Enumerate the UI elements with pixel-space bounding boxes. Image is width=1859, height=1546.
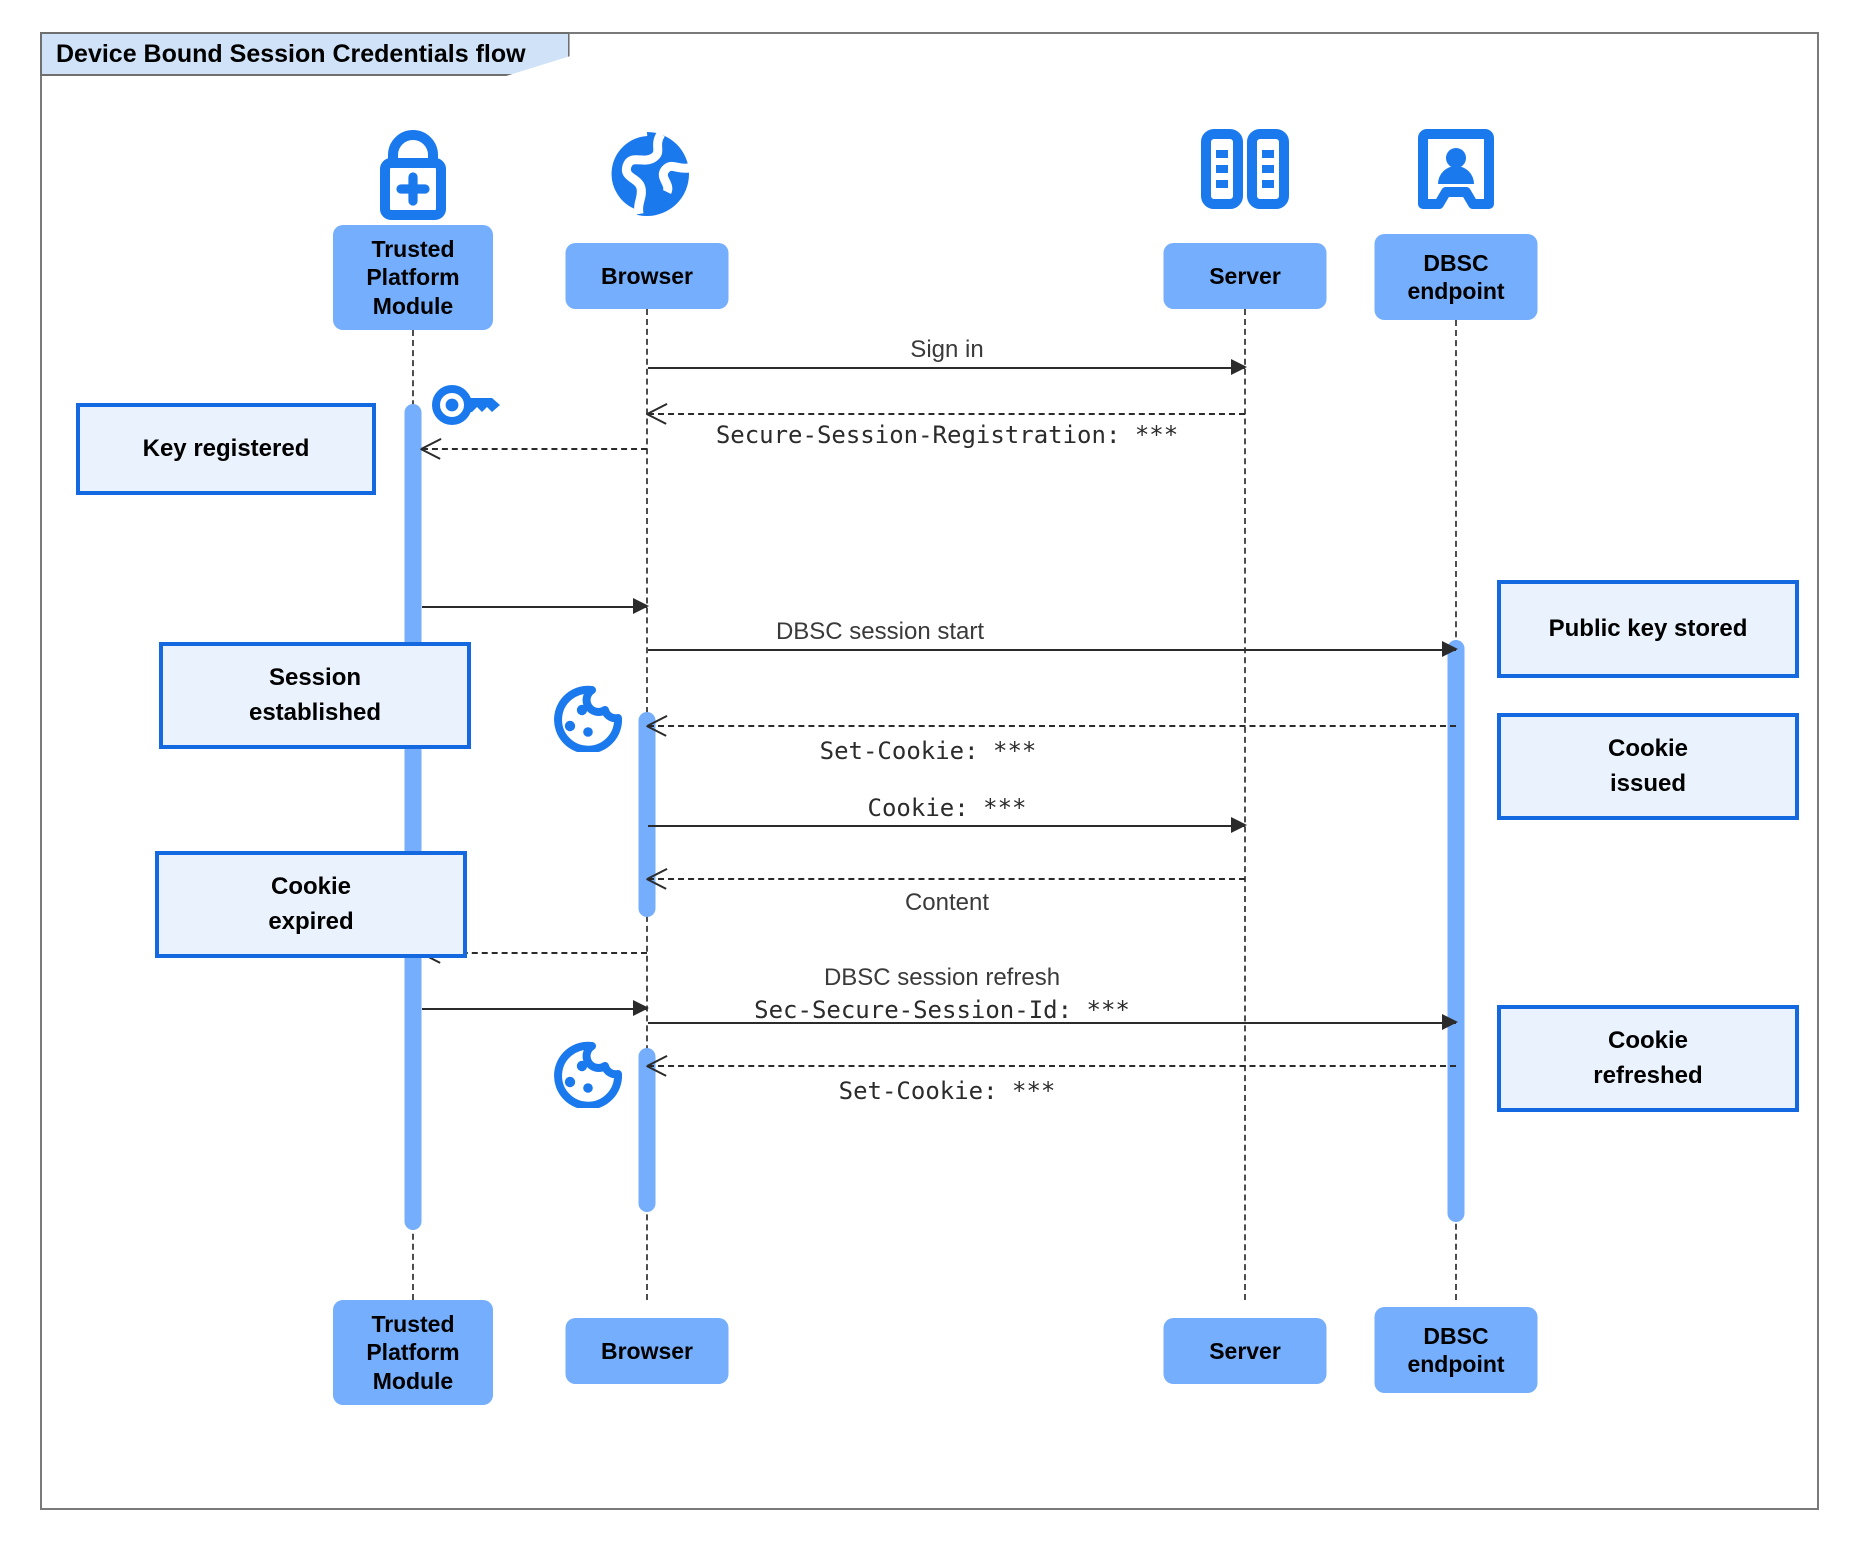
arrowhead-left-icon [647,1053,667,1077]
message-line [648,367,1245,369]
message-line [648,825,1245,827]
message-label-m11-line2: Sec-Secure-Session-Id: *** [754,996,1130,1024]
arrowhead-right-icon [633,598,649,614]
message-label-m7: Cookie: *** [867,794,1027,822]
arrowhead-left-icon [647,713,667,737]
actor-label-server: Server [1209,1337,1281,1364]
message-label-m8: Content [904,889,990,916]
cookie-icon [548,684,624,757]
message-line [648,878,1245,880]
message-label-m11-line1: DBSC session refresh [823,964,1061,991]
actor-foot-browser[interactable]: Browser [565,1318,729,1384]
arrowhead-left-icon [421,436,441,460]
key-icon [432,382,504,433]
actor-label-server: Server [1209,262,1281,289]
message-line [422,952,647,954]
lifeline-server [1244,309,1246,1300]
message-line [422,606,647,608]
globe-icon [601,128,693,225]
lock-plus-icon [361,125,465,226]
message-line [648,649,1456,651]
message-line [648,413,1245,415]
activation-bar-tpm [404,404,422,1230]
activation-bar-dbsc [1447,640,1465,1222]
actor-head-server[interactable]: Server [1163,243,1327,309]
server-rack-icon [1200,128,1290,215]
message-line [648,1022,1456,1024]
arrowhead-left-icon [647,401,667,425]
message-label-m12: Set-Cookie: *** [838,1077,1056,1105]
id-badge-icon [1417,128,1495,219]
note-text: Key registered [142,434,310,462]
actor-label-browser: Browser [600,1337,694,1364]
arrowhead-right-icon [1231,359,1247,375]
arrowhead-right-icon [1442,1014,1458,1030]
diagram-title: Device Bound Session Credentials flow [40,32,570,76]
message-label-m2: Secure-Session-Registration: *** [715,421,1179,449]
actor-foot-server[interactable]: Server [1163,1318,1327,1384]
arrowhead-right-icon [633,1000,649,1016]
note-text: Public key stored [1548,614,1748,642]
cookie-icon [548,1040,624,1113]
message-label-m6: Set-Cookie: *** [819,737,1037,765]
message-line [648,725,1456,727]
arrowhead-right-icon [1442,641,1458,657]
message-line [648,1065,1456,1067]
message-line [422,448,647,450]
message-label-m1: Sign in [910,336,984,363]
note-key-registered: Key registered [76,403,376,495]
activation-bar-browser-2 [638,1048,656,1212]
actor-label-browser: Browser [600,262,694,289]
arrowhead-right-icon [1231,817,1247,833]
arrowhead-left-icon [647,866,667,890]
message-label-m5: DBSC session start [775,618,985,645]
message-line [422,1008,647,1010]
note-public-key-stored: Public key stored [1497,580,1799,678]
actor-head-browser[interactable]: Browser [565,243,729,309]
